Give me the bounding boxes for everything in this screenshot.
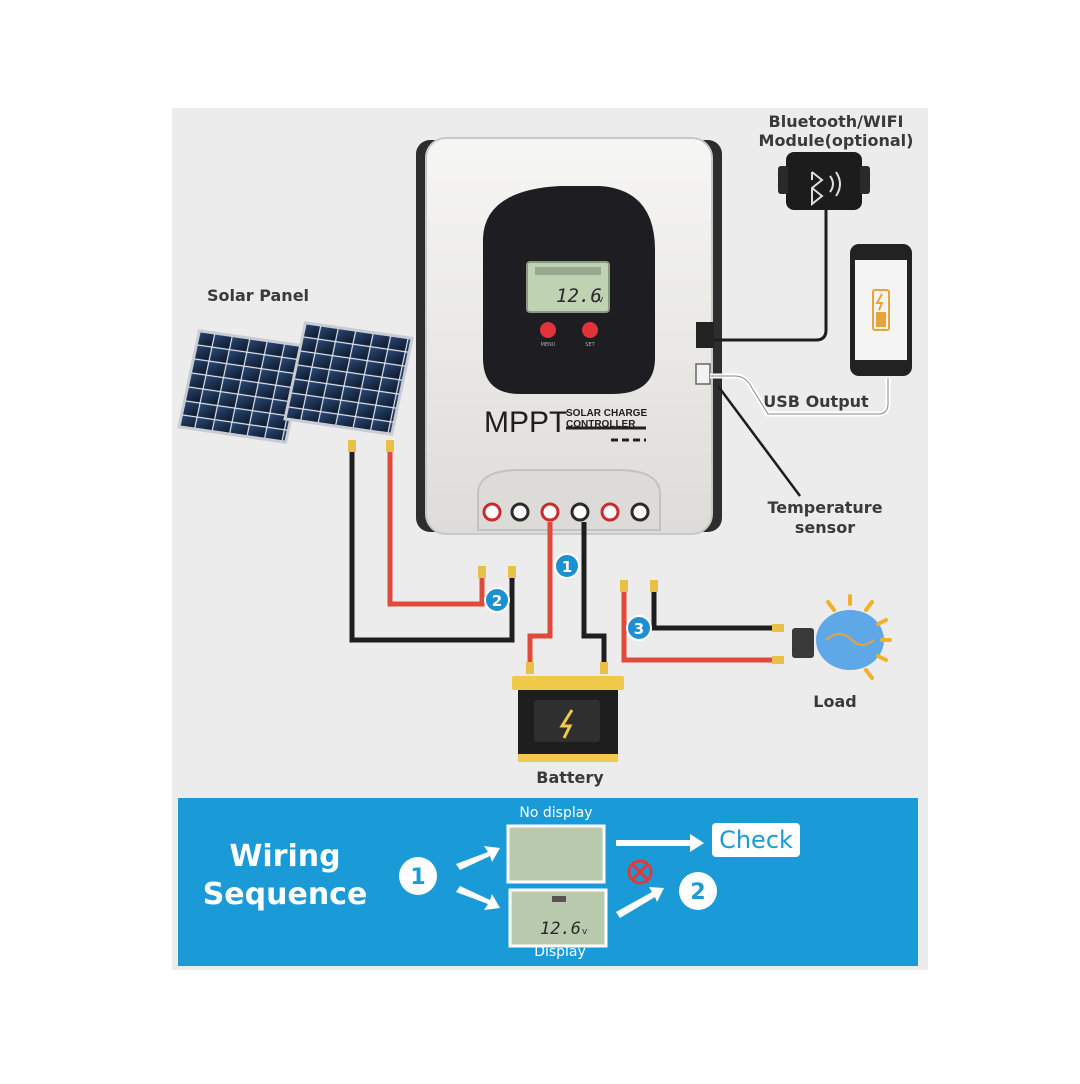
wiring-sequence-title-1: Wiring (229, 839, 341, 874)
set-button-label: SET (585, 342, 595, 348)
controller-brand: MPPT (484, 406, 567, 439)
battery-label: Battery (536, 768, 604, 787)
smartphone-icon (850, 244, 912, 376)
check-box: Check (712, 823, 800, 857)
terminals (482, 502, 650, 522)
temperature-label-1: Temperature (767, 498, 883, 517)
charge-controller (416, 137, 722, 535)
menu-button[interactable] (540, 322, 556, 338)
light-bulb-icon (792, 594, 892, 680)
arrow-icons (456, 834, 704, 918)
bluetooth-cable (714, 210, 828, 342)
sequence-lcd-value: 12.6 (540, 919, 581, 939)
no-entry-icon (627, 859, 653, 885)
load-label: Load (813, 692, 857, 711)
sequence-step-1: 1 (410, 865, 425, 890)
load-wires (620, 580, 784, 664)
step-badge-3 (626, 615, 652, 641)
solar-panel-label: Solar Panel (206, 286, 310, 305)
temperature-sensor-cable (716, 385, 802, 497)
wiring-sequence-title: Wiring Sequence (195, 838, 375, 914)
step-badge-2-label: 2 (492, 592, 502, 610)
no-display-label: No display (519, 805, 593, 821)
solar-wires (348, 440, 516, 643)
bluetooth-module-icon (778, 152, 870, 210)
sequence-step-2-circle (679, 872, 717, 910)
sequence-step-1-circle (399, 857, 437, 895)
bluetooth-label-2: Module(optional) (758, 131, 914, 150)
usb-output-label: USB Output (763, 392, 869, 411)
battery-icon (512, 676, 624, 762)
bluetooth-label-1: Bluetooth/WIFI (768, 112, 904, 131)
solar-panel-icon (177, 321, 414, 444)
controller-lcd-value: 12.6 (556, 285, 602, 307)
display-label: Display (534, 944, 586, 960)
controller-subtitle-1: SOLAR CHARGE (566, 408, 647, 419)
battery-wires (526, 522, 608, 674)
controller-lcd-unit: v (598, 295, 604, 305)
sequence-lcd-unit: v (582, 927, 588, 937)
step-badge-1-label: 1 (562, 558, 572, 576)
sequence-step-2: 2 (690, 880, 705, 905)
set-button[interactable] (582, 322, 598, 338)
step-badge-1 (554, 553, 580, 579)
step-badge-3-label: 3 (634, 620, 644, 638)
menu-button-label: MENU (541, 342, 556, 348)
lcd-no-display (506, 824, 606, 884)
wiring-sequence-title-2: Sequence (202, 877, 368, 912)
temperature-label-2: sensor (794, 518, 856, 537)
terminal-block (477, 469, 661, 531)
controller-subtitle-2: CONTROLLER (566, 419, 636, 430)
step-badge-2 (484, 587, 510, 613)
